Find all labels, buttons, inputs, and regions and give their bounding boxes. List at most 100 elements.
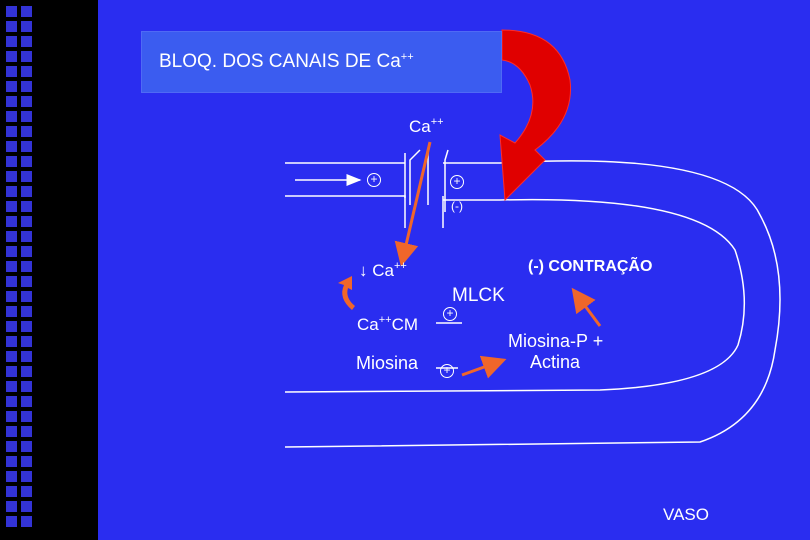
contraction-label: (-) CONTRAÇÃO: [528, 258, 653, 275]
stripe-square: [21, 126, 32, 137]
stripe-square: [6, 21, 17, 32]
stripe-column-1: [6, 6, 17, 531]
calcium-top-sup: ++: [430, 116, 444, 128]
stripe-square: [21, 171, 32, 182]
stripe-square: [6, 321, 17, 332]
plus-circle-icon: +: [440, 364, 454, 378]
stripe-square: [6, 126, 17, 137]
stripe-square: [6, 486, 17, 497]
calmodulin-complex-label: Ca++CM: [357, 314, 418, 335]
title-text: BLOQ. DOS CANAIS DE Ca: [159, 51, 401, 72]
stripe-square: [21, 186, 32, 197]
miosina-phosphorylation-arrow: [461, 355, 507, 379]
stripe-square: [21, 21, 32, 32]
channel-right-wall: [444, 149, 449, 212]
calcium-decrease-label: ↓ Ca++: [359, 260, 407, 281]
stripe-square: [6, 396, 17, 407]
stripe-square: [6, 141, 17, 152]
calmodulin-suffix: CM: [391, 315, 419, 334]
stripe-square: [6, 426, 17, 437]
title-box: BLOQ. DOS CANAIS DE Ca++: [141, 31, 502, 93]
stripe-square: [21, 111, 32, 122]
stripe-square: [21, 231, 32, 242]
left-stripe: [0, 0, 98, 540]
stripe-square: [6, 441, 17, 452]
stripe-square: [6, 36, 17, 47]
stripe-square: [6, 411, 17, 422]
stripe-square: [21, 351, 32, 362]
miosina-p-label: Miosina-P +: [508, 331, 604, 351]
mlck-label: MLCK: [452, 285, 505, 306]
stripe-square: [6, 231, 17, 242]
stripe-square: [21, 261, 32, 272]
plus-circle-icon: +: [443, 307, 457, 321]
stripe-square: [21, 66, 32, 77]
stripe-square: [21, 321, 32, 332]
stripe-square: [6, 156, 17, 167]
title-superscript: ++: [400, 51, 414, 63]
stripe-square: [6, 201, 17, 212]
contraction-arrow: [571, 287, 602, 327]
stripe-square: [21, 6, 32, 17]
calcium-top-text: Ca: [409, 117, 431, 136]
stripe-square: [6, 216, 17, 227]
cell-outline-outer: [284, 153, 781, 448]
stripe-square: [6, 471, 17, 482]
stripe-square: [6, 501, 17, 512]
stripe-square: [6, 261, 17, 272]
stripe-square: [21, 441, 32, 452]
miosina-label: Miosina: [356, 353, 419, 373]
stripe-square: [21, 156, 32, 167]
stripe-square: [21, 486, 32, 497]
page-title: BLOQ. DOS CANAIS DE Ca++: [159, 51, 414, 73]
stripe-square: [21, 396, 32, 407]
stripe-square: [21, 216, 32, 227]
calcium-top-label: Ca++: [409, 116, 444, 137]
stripe-square: [21, 201, 32, 212]
stripe-square: [6, 186, 17, 197]
curved-arrow-icon: [338, 276, 355, 310]
stripe-square: [21, 36, 32, 47]
stripe-square: [6, 66, 17, 77]
calcium-decrease-sup: ++: [393, 260, 407, 272]
stripe-square: [6, 6, 17, 17]
stripe-square: [6, 351, 17, 362]
stripe-square: [6, 81, 17, 92]
stripe-square: [21, 336, 32, 347]
stripe-square: [6, 291, 17, 302]
stripe-square: [6, 111, 17, 122]
stripe-square: [21, 141, 32, 152]
red-curved-arrow-icon: [499, 29, 572, 202]
stripe-square: [21, 291, 32, 302]
channel-left-wall: [409, 149, 429, 205]
channel-minus-label: (-): [451, 199, 463, 213]
stripe-square: [6, 246, 17, 257]
calmodulin-ca-text: Ca: [357, 315, 379, 334]
stripe-square: [21, 306, 32, 317]
stripe-square: [21, 516, 32, 527]
calcium-decrease-text: Ca: [372, 261, 394, 280]
stripe-square: [21, 381, 32, 392]
stripe-square: [6, 96, 17, 107]
calmodulin-sup: ++: [378, 314, 392, 326]
down-arrow-icon: ↓: [359, 261, 368, 280]
stripe-square: [21, 411, 32, 422]
stripe-square: [21, 501, 32, 512]
stripe-square: [21, 96, 32, 107]
stripe-square: [6, 276, 17, 287]
stripe-square: [21, 366, 32, 377]
stripe-square: [21, 456, 32, 467]
stripe-square: [6, 456, 17, 467]
actina-label: Actina: [530, 352, 581, 372]
stripe-column-2: [21, 6, 32, 531]
stripe-square: [21, 471, 32, 482]
stripe-square: [21, 426, 32, 437]
vaso-label: VASO: [663, 505, 709, 524]
plus-circle-icon: +: [367, 173, 381, 187]
stripe-square: [6, 516, 17, 527]
stripe-square: [21, 51, 32, 62]
calcium-influx-arrow: [394, 141, 432, 267]
stripe-square: [6, 381, 17, 392]
plus-circle-icon: +: [450, 175, 464, 189]
